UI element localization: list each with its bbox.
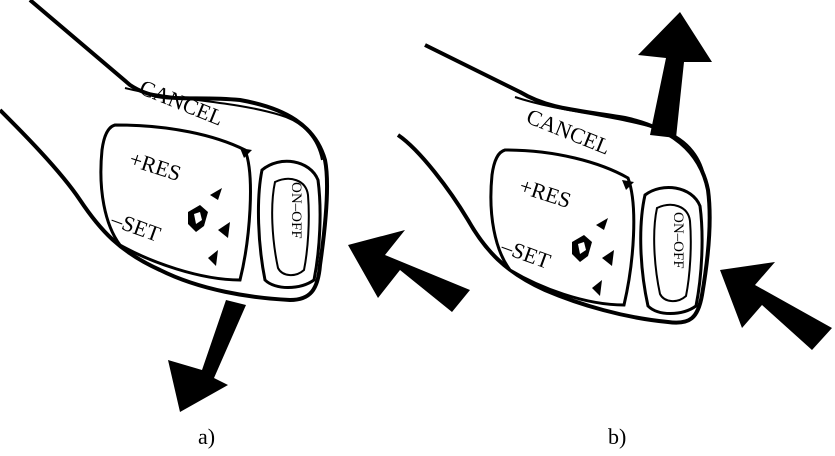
caption-a: a): [198, 424, 216, 449]
down-left-pointing-arrow-icon: [168, 300, 246, 412]
on-off-inner: [653, 203, 692, 302]
on-off-inner: [271, 177, 310, 276]
cancel-marker-icon: [622, 180, 634, 190]
panel-b: CANCEL +RES –SET ON–OFF: [396, 12, 832, 350]
hand-symbol-icon: [188, 205, 208, 232]
on-off-label: ON–OFF: [288, 182, 304, 239]
lever-rim: [124, 87, 323, 161]
set-marker-icon: [592, 280, 602, 296]
res-marker-icon: [596, 218, 608, 230]
res-marker-icon: [210, 188, 222, 200]
up-pointing-arrow-icon: [638, 12, 712, 138]
lever-rim: [514, 96, 706, 181]
middle-marker-icon: [218, 222, 230, 238]
cancel-marker-icon: [240, 148, 252, 158]
panel-a: CANCEL +RES –SET ON–OFF: [0, 0, 470, 412]
caption-b: b): [608, 424, 627, 449]
up-left-pointing-arrow-icon: [720, 262, 832, 350]
control-face: [99, 123, 252, 282]
middle-marker-icon: [602, 250, 614, 266]
hand-symbol-icon: [572, 235, 592, 262]
on-off-label: ON–OFF: [670, 212, 686, 269]
control-face: [489, 148, 636, 307]
set-marker-icon: [208, 250, 218, 266]
right-pointing-arrow-icon: [348, 230, 470, 312]
